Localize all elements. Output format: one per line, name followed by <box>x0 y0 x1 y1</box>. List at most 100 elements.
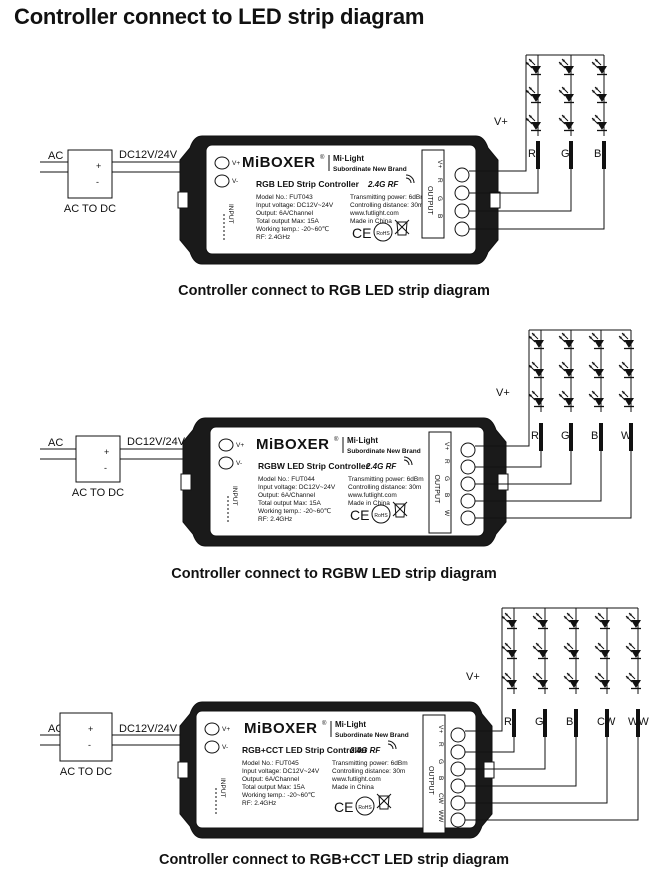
led-ray-arrow <box>626 643 632 649</box>
vplus-rail-label: V+ <box>496 387 510 399</box>
rohs-label: RoHS <box>358 805 372 811</box>
diagram-caption-rgb: Controller connect to RGB LED strip diag… <box>178 283 490 299</box>
input-terminal <box>218 456 234 470</box>
led-ray-arrow <box>626 613 632 619</box>
dc-label: DC12V/24V <box>127 436 186 448</box>
rgb-wiring-diagram: AC+-AC TO DCDC12V/24VV+V-INPUTMiBOXER®Mi… <box>40 54 607 265</box>
channel-output-wire <box>475 451 602 502</box>
rohs-mark <box>355 796 375 816</box>
dc-label: DC12V/24V <box>119 149 178 161</box>
output-pin-cw: CW <box>437 793 444 805</box>
output-pin-b: B <box>436 214 443 218</box>
led-ray-arrow <box>559 391 565 397</box>
ac-label: AC <box>48 437 63 449</box>
brand-subtitle: Subordinate New Brand <box>335 732 409 739</box>
led-symbol <box>631 680 641 688</box>
led-symbol <box>564 94 574 102</box>
spec-line: Model No.: FUT044 <box>258 476 315 483</box>
output-pin-g: G <box>443 476 450 481</box>
spec-line: Working temp.: -20~60℃ <box>256 225 329 233</box>
led-symbol <box>594 340 604 348</box>
spec-line: RF: 2.4GHz <box>242 800 276 807</box>
led-symbol <box>597 66 607 74</box>
led-ray-arrow <box>533 613 539 619</box>
mount-notch <box>483 761 495 779</box>
channel-label-r: R <box>531 430 539 442</box>
brand-logo: MiBOXER <box>242 154 316 171</box>
led-symbol <box>631 650 641 658</box>
output-pin-r: R <box>436 178 443 183</box>
converter-label: AC TO DC <box>64 203 116 215</box>
controller-label-panel <box>209 426 485 537</box>
spec-line-right: Controlling distance: 30m <box>332 768 405 775</box>
output-pin-ww: WW <box>437 810 444 823</box>
output-pin-strip <box>422 714 446 834</box>
diagram-caption-rgbcct: Controller connect to RGB+CCT LED strip … <box>158 852 510 868</box>
spec-line-right: Transmitting power: 6dBm <box>332 760 408 767</box>
weee-bin-icon <box>394 219 410 236</box>
rohs-label: RoHS <box>376 231 390 237</box>
output-pin-g: G <box>436 196 443 201</box>
mount-notch <box>180 473 192 491</box>
led-symbol <box>507 650 517 658</box>
page-title: Controller connect to LED strip diagram <box>14 4 425 29</box>
led-ray-arrow <box>619 362 625 368</box>
led-ray-arrow <box>592 59 598 65</box>
brand-registered: ® <box>320 154 325 161</box>
channel-output-wire <box>465 737 546 770</box>
rohs-mark <box>373 222 393 242</box>
converter-minus: - <box>88 740 91 750</box>
channel-label-g: G <box>561 430 570 442</box>
controller-label-panel <box>205 144 477 255</box>
led-symbol <box>507 680 517 688</box>
led-symbol <box>564 122 574 130</box>
converter-label: AC TO DC <box>60 766 112 778</box>
spec-line: Input voltage: DC12V~24V <box>242 768 320 775</box>
spec-line-right: Made in China <box>332 784 374 791</box>
led-symbol <box>531 66 541 74</box>
led-ray-arrow <box>526 59 532 65</box>
spec-line-right: www.futlight.com <box>349 210 399 217</box>
led-symbol <box>564 66 574 74</box>
channel-resistor <box>629 423 633 451</box>
spec-line-right: Controlling distance: 30m <box>350 202 423 209</box>
output-pin-vplus: V+ <box>443 442 450 450</box>
led-symbol <box>624 369 634 377</box>
led-symbol <box>538 680 548 688</box>
spec-line: RF: 2.4GHz <box>258 516 292 523</box>
led-symbol <box>594 369 604 377</box>
mount-notch <box>177 191 189 209</box>
led-symbol <box>631 620 641 628</box>
channel-resistor <box>569 423 573 451</box>
channel-resistor <box>636 709 640 737</box>
rf-label: 2.4G RF <box>367 180 399 189</box>
output-terminal <box>454 221 470 237</box>
spec-line-right: Controlling distance: 30m <box>348 484 421 491</box>
led-ray-arrow <box>529 362 535 368</box>
output-pin-b: B <box>437 776 444 780</box>
output-terminal <box>450 795 466 811</box>
spec-line: Input voltage: DC12V~24V <box>256 202 334 209</box>
channel-resistor <box>512 709 516 737</box>
dc-label: DC12V/24V <box>119 723 178 735</box>
spec-line: Model No.: FUT045 <box>242 760 299 767</box>
input-vminus-label: V- <box>222 744 228 751</box>
channel-output-wire <box>475 451 572 485</box>
rohs-mark <box>371 504 391 524</box>
led-ray-arrow <box>526 115 532 121</box>
output-label: OUTPUT <box>427 766 434 796</box>
product-title: RGB LED Strip Controller <box>256 179 360 189</box>
led-ray-arrow <box>595 673 601 679</box>
output-pin-g: G <box>437 759 444 764</box>
product-title: RGB+CCT LED Strip Controller <box>242 745 368 755</box>
led-ray-arrow <box>619 391 625 397</box>
spec-line-right: www.futlight.com <box>347 492 397 499</box>
input-terminal <box>218 438 234 452</box>
channel-resistor <box>539 423 543 451</box>
output-terminal <box>454 167 470 183</box>
vplus-wire <box>465 608 503 732</box>
channel-output-wire <box>465 737 639 821</box>
input-label: INPUT <box>219 778 226 798</box>
wireless-icon <box>403 456 413 466</box>
ac-dc-converter <box>67 149 113 199</box>
